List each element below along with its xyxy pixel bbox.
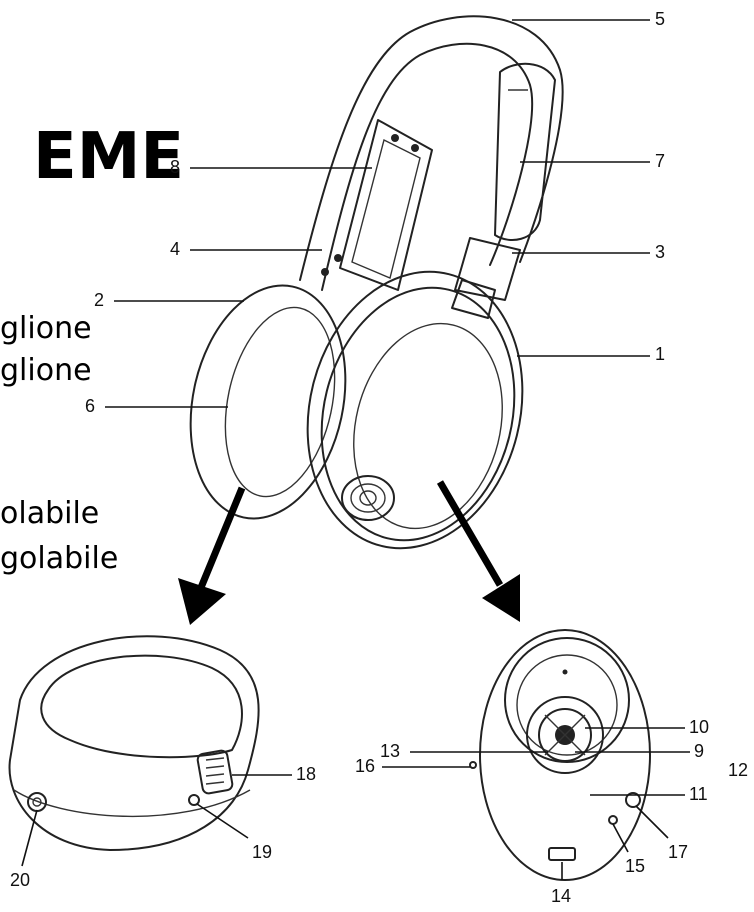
earcup-front-illustration [306,270,524,550]
callout-6: 6 [85,396,95,416]
callout-9: 9 [694,741,704,761]
earcup-side-detail-illustration [8,635,260,851]
arrow-to-right-detail [436,480,520,622]
arrow-to-left-detail [178,486,246,625]
callout-17: 17 [668,842,688,862]
headband-illustration [299,15,564,319]
callout-4: 4 [170,239,180,259]
callout-13: 13 [380,741,400,761]
text-fragment-1: glione [0,311,92,346]
callout-7: 7 [655,151,665,171]
callout-20: 20 [10,870,30,890]
text-fragment-3: olabile [0,496,99,531]
callout-11: 11 [689,784,708,804]
callout-14: 14 [551,886,571,906]
callout-8: 8 [170,157,180,177]
leader-lines [21,19,690,880]
callout-2: 2 [94,290,104,310]
callout-18: 18 [296,764,316,784]
callout-12: 12 [728,760,748,780]
callout-10: 10 [689,717,709,737]
callout-19: 19 [252,842,272,862]
callout-15: 15 [625,856,645,876]
callout-16: 16 [355,756,375,776]
callout-3: 3 [655,242,665,262]
title-fragment: EME [33,120,184,194]
callout-5: 5 [655,9,665,29]
callout-1: 1 [655,344,665,364]
text-fragment-2: glione [0,353,92,388]
text-fragment-4: golabile [0,541,118,576]
earcup-back-illustration [189,284,347,520]
